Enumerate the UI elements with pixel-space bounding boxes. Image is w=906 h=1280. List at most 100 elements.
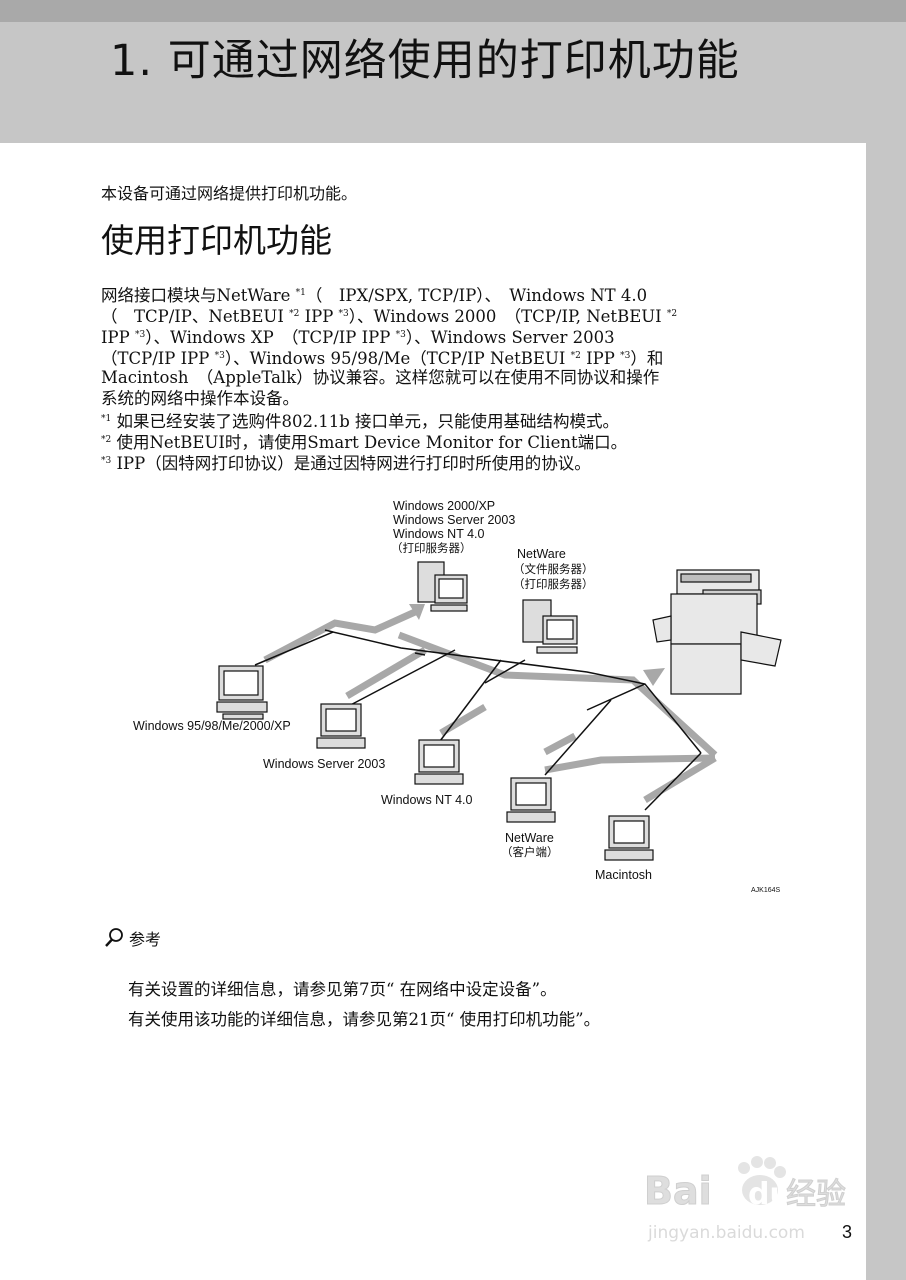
cable-server2003 [340, 649, 456, 711]
footnote-text: IPP（因特网打印协议）是通过因特网进行打印时所使用的协议。 [111, 454, 591, 473]
printer-left-tray [652, 615, 672, 643]
reference-title: 参考 [129, 930, 162, 949]
print-server-windows [417, 561, 468, 612]
gray-path-branch-3 [543, 732, 577, 756]
watermark-cn: 经验 [786, 1177, 846, 1212]
cable-netware-server [484, 659, 526, 684]
server-monitor-screen [438, 578, 464, 599]
footnote-ref: *1 [295, 288, 306, 298]
gray-path-mac [643, 754, 717, 804]
footnote-ref: *2 [570, 351, 581, 361]
network-cables [254, 629, 702, 811]
text-run: （ TCP/IP、NetBEUI [101, 307, 290, 326]
client-screen [613, 820, 645, 844]
netware-label-line: NetWare [517, 547, 566, 561]
magnifier-icon [105, 928, 123, 947]
footnote-ref: *3 [214, 351, 225, 361]
footnote-ref: *3 [338, 309, 349, 319]
cable-backbone-2 [414, 652, 426, 656]
server-win-label-line: （打印服务器） [391, 541, 472, 555]
text-run: IPP [580, 349, 621, 368]
client-nt4 [414, 739, 464, 785]
footnote-ref: *2 [289, 309, 300, 319]
reference-heading: 参考 [103, 926, 161, 952]
footnote-text: 使用NetBEUI时，请使用Smart Device Monitor for C… [111, 433, 628, 452]
network-diagram: Windows 2000/XP Windows Server 2003 Wind… [133, 499, 782, 894]
client-screen [423, 744, 455, 768]
server-win-label-line: Windows 2000/XP [393, 499, 495, 513]
server-netware-label: NetWare （文件服务器） （打印服务器） [513, 547, 594, 591]
reference-line-2: 有关使用该功能的详细信息，请参见第21页“ 使用打印机功能”。 [128, 1010, 601, 1029]
client-netware [506, 777, 556, 823]
footnote-mark: *1 [101, 414, 112, 424]
text-run: ）、Windows XP （TCP/IP IPP [145, 328, 396, 347]
gray-path-netware-client [544, 754, 716, 774]
file-server-netware [522, 599, 578, 654]
arrow-head-server [409, 604, 425, 620]
footnote-text: 如果已经安装了选购件802.11b 接口单元，只能使用基础结构模式。 [111, 412, 620, 431]
footnote-ref: *2 [666, 309, 678, 319]
text-run: IPP [101, 328, 135, 347]
body-line-4: （TCP/IP IPP *3）、Windows 95/98/Me（TCP/IP … [101, 346, 811, 368]
client-screen [223, 670, 259, 696]
client-mac [604, 815, 654, 861]
figure-code: AJK164S [751, 887, 781, 894]
client-win9x [216, 665, 268, 720]
chapter-title: 1. 可通过网络使用的打印机功能 [110, 36, 740, 86]
client-nt4-label: Windows NT 4.0 [381, 793, 473, 807]
client-netware-sublabel: （客户端） [501, 845, 559, 859]
netware-label-line: （打印服务器） [513, 577, 594, 591]
page-number: 3 [842, 1222, 853, 1242]
body-line-6: 系统的网络中操作本设备。 [101, 389, 299, 408]
client-server2003 [316, 703, 366, 749]
printer-mfp [652, 569, 782, 695]
netware-keyboard [536, 646, 578, 654]
client-base [216, 701, 268, 713]
cable-netware-client [544, 699, 612, 776]
watermark-url: jingyan.baidu.com [647, 1223, 805, 1243]
footnote-mark: *2 [101, 435, 112, 445]
footnote-ref: *3 [395, 330, 406, 340]
cable-backbone [254, 631, 702, 754]
server-keyboard [430, 604, 468, 612]
text-run: ）、Windows 2000 （TCP/IP, NetBEUI [348, 307, 667, 326]
client-screen [515, 782, 547, 806]
header-band [0, 0, 906, 143]
text-run: ）、Windows 95/98/Me（TCP/IP NetBEUI [224, 349, 571, 368]
printer-side-tray [740, 631, 782, 667]
footnote-2: *2 使用NetBEUI时，请使用Smart Device Monitor fo… [101, 430, 811, 452]
client-netware-label: NetWare [505, 831, 554, 845]
text-run: 网络接口模块与NetWare [101, 286, 296, 305]
footnote-ref: *3 [620, 351, 631, 361]
body-line-1: 网络接口模块与NetWare *1（ IPX/SPX, TCP/IP）、 Win… [101, 283, 811, 305]
client-win9x-label: Windows 95/98/Me/2000/XP [133, 719, 291, 733]
client-base [316, 737, 366, 749]
cable-nt4 [436, 659, 502, 746]
watermark-brand: Bai [644, 1169, 712, 1213]
gray-path-branch-1 [345, 646, 427, 700]
cable-printer [586, 683, 646, 711]
client-base [506, 811, 556, 823]
footnote-mark: *3 [101, 456, 112, 466]
client-keyboard [222, 713, 264, 720]
netware-monitor-screen [546, 619, 574, 640]
reference-line-1: 有关设置的详细信息，请参见第7页“ 在网络中设定设备”。 [128, 980, 557, 999]
baidu-watermark: Bai du 经验 jingyan.baidu.com [644, 1156, 847, 1243]
text-run: ）、Windows Server 2003 [405, 328, 615, 347]
text-run: （ IPX/SPX, TCP/IP）、 Windows NT 4.0 [305, 286, 648, 305]
server-win-label-line: Windows NT 4.0 [393, 527, 485, 541]
body-line-2: （ TCP/IP、NetBEUI *2 IPP *3）、Windows 2000… [101, 304, 811, 326]
footnote-ref: *3 [134, 330, 146, 340]
paw-icon [738, 1156, 786, 1205]
netware-label-line: （文件服务器） [513, 562, 594, 576]
client-server2003-label: Windows Server 2003 [263, 757, 385, 771]
watermark-brand-du: du [748, 1177, 791, 1212]
section-title: 使用打印机功能 [101, 221, 332, 260]
gray-path-branch-2 [439, 703, 487, 737]
text-run: （TCP/IP IPP [101, 349, 215, 368]
gray-path-win9x [263, 608, 417, 664]
server-win-label: Windows 2000/XP Windows Server 2003 Wind… [391, 499, 515, 555]
footnote-1: *1 如果已经安装了选购件802.11b 接口单元，只能使用基础结构模式。 [101, 409, 811, 431]
body-line-5: Macintosh （AppleTalk）协议兼容。这样您就可以在使用不同协议和… [101, 368, 660, 387]
arrow-head-printer [643, 668, 665, 686]
